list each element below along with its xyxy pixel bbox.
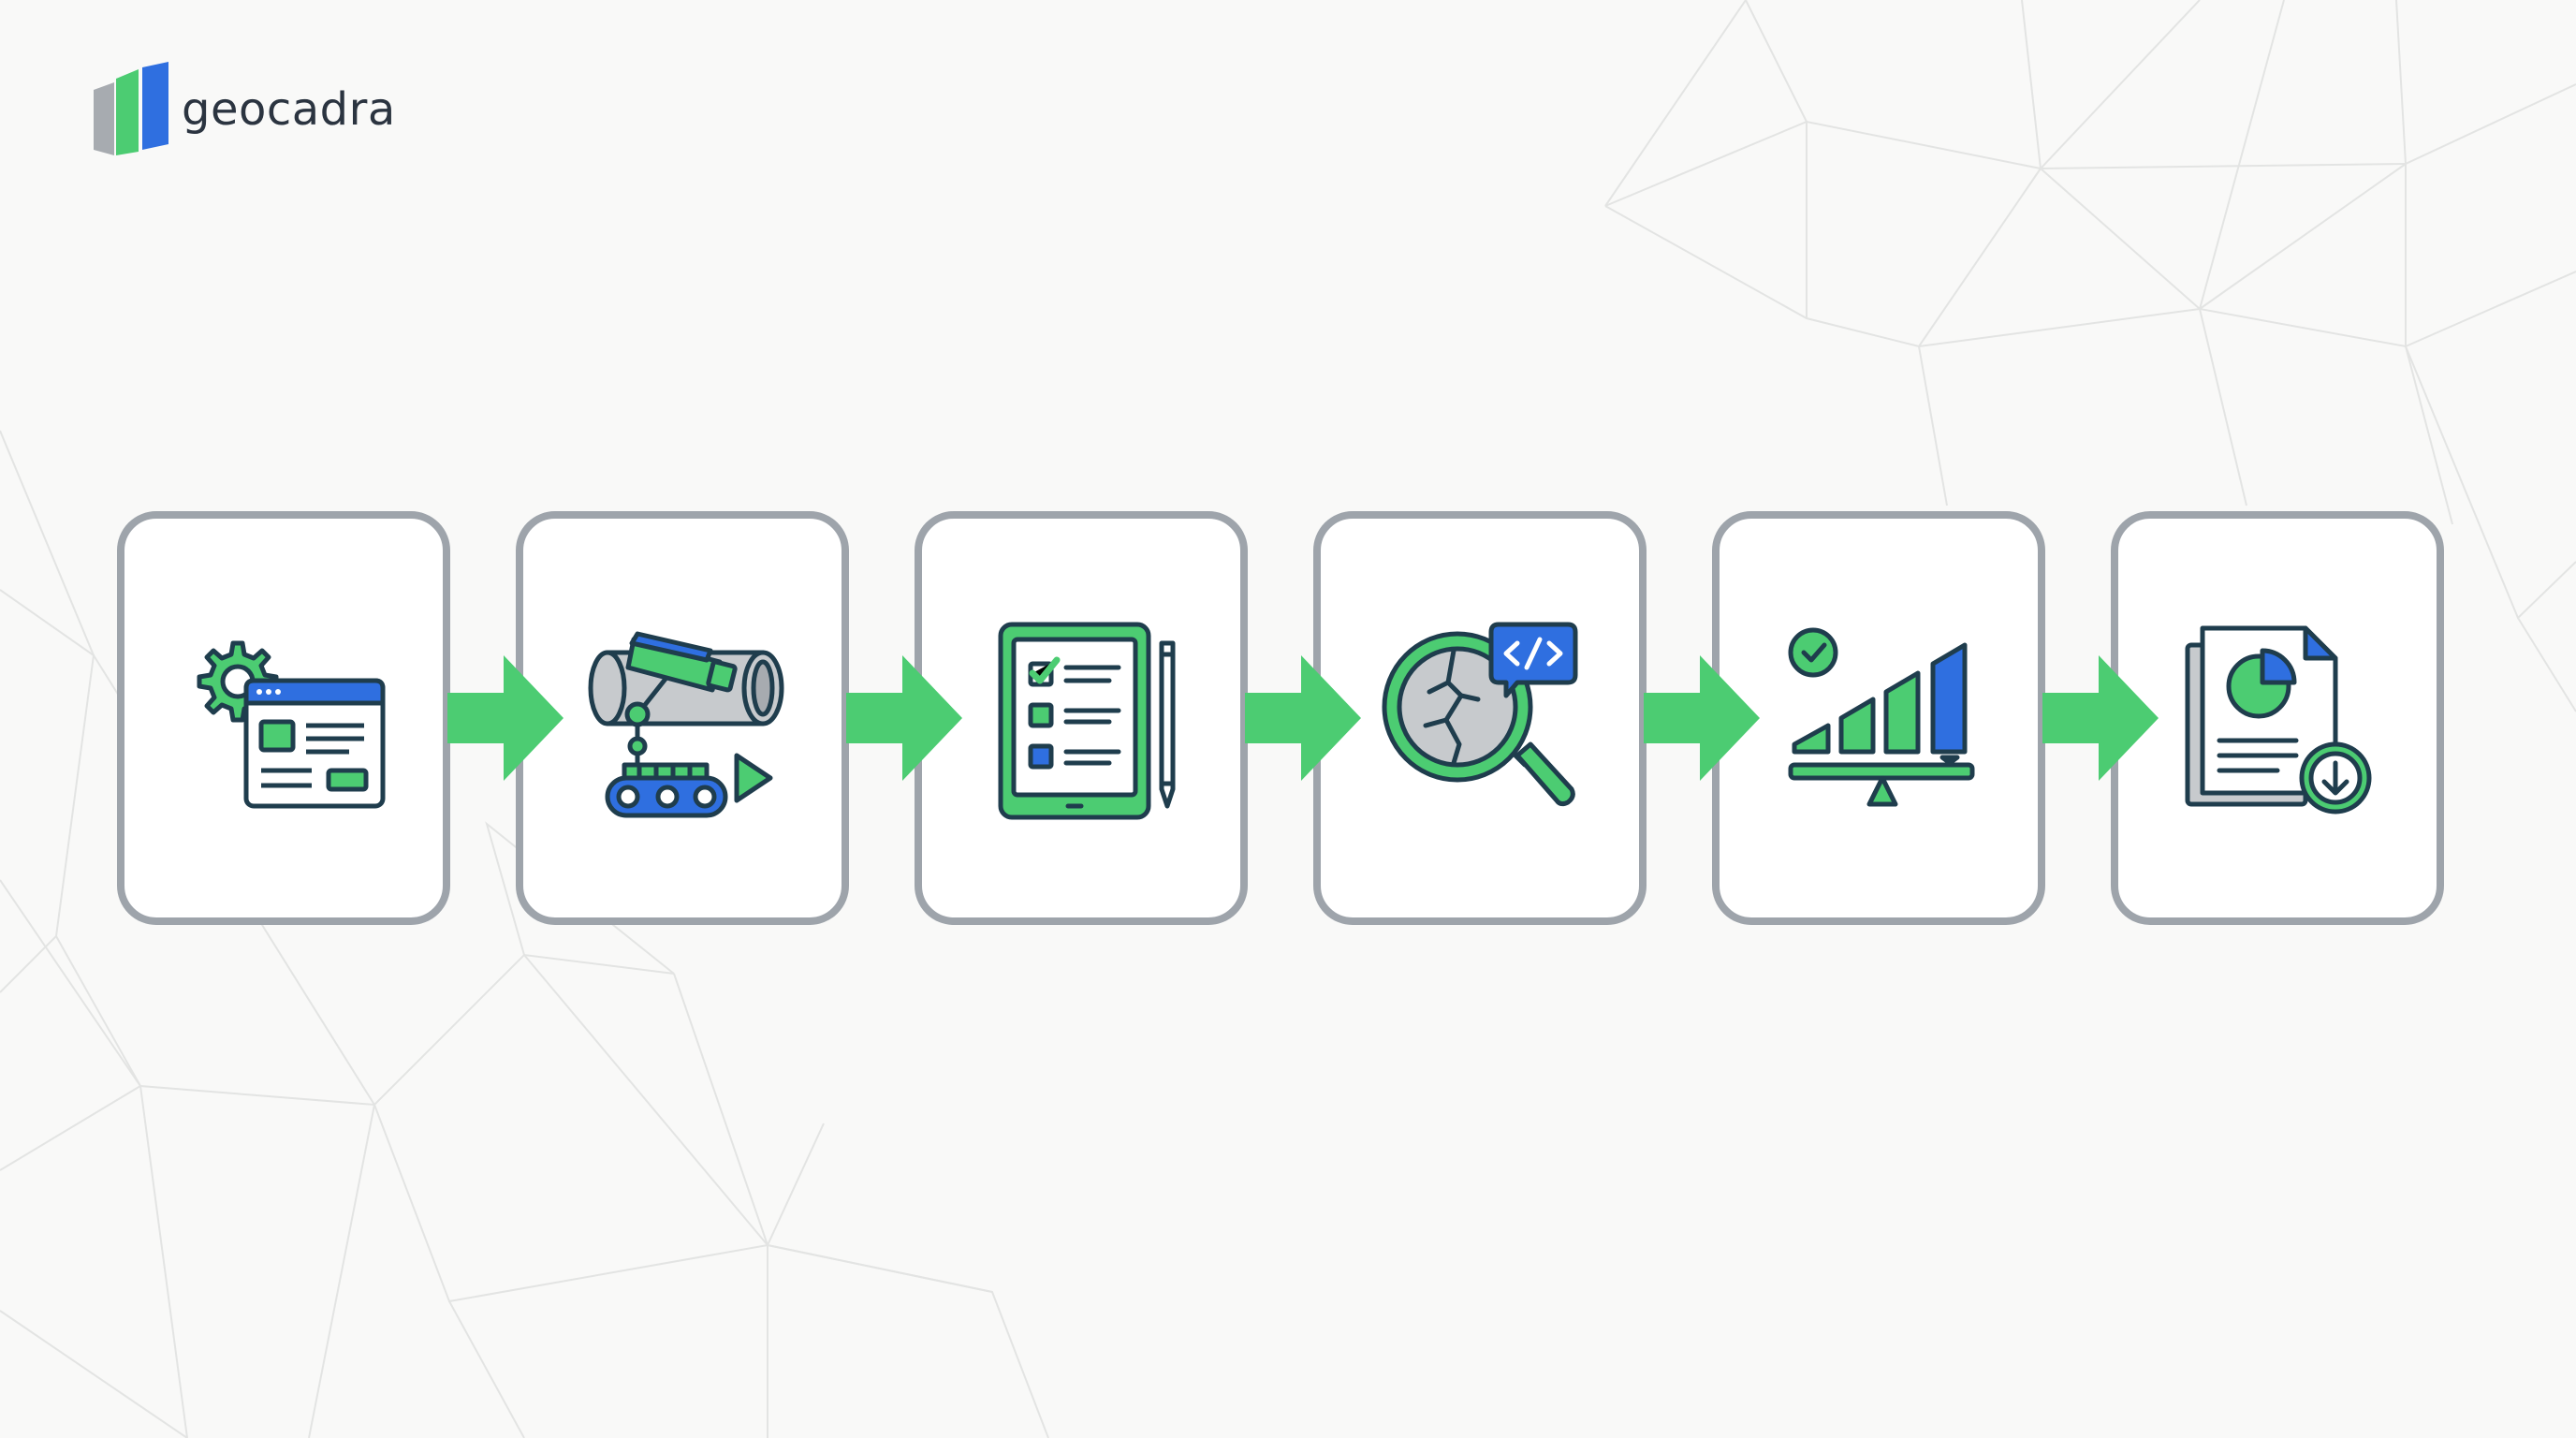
arrow-right-icon: [846, 655, 962, 781]
crack-magnifier-code-icon: [1382, 622, 1578, 807]
settings-window-icon: [197, 640, 386, 809]
step-6-card[interactable]: [2111, 511, 2444, 925]
tablet-checklist-icon: [998, 622, 1176, 820]
logo-mark-icon: [94, 62, 168, 155]
rising-bars-balance-icon: [1788, 627, 1975, 807]
arrow-right-icon: [2042, 655, 2159, 781]
step-4-card[interactable]: [1313, 511, 1647, 925]
report-download-icon: [2185, 625, 2372, 814]
step-5-card[interactable]: [1712, 511, 2045, 925]
step-3-card[interactable]: [915, 511, 1248, 925]
step-2-card[interactable]: [516, 511, 849, 925]
arrow-right-icon: [1245, 655, 1361, 781]
arrow-right-icon: [447, 655, 564, 781]
brand-name: geocadra: [182, 83, 396, 136]
brand-logo[interactable]: geocadra: [90, 62, 396, 157]
arrow-right-icon: [1644, 655, 1760, 781]
step-1-card[interactable]: [117, 511, 450, 925]
pipe-inspection-robot-icon: [588, 631, 784, 818]
